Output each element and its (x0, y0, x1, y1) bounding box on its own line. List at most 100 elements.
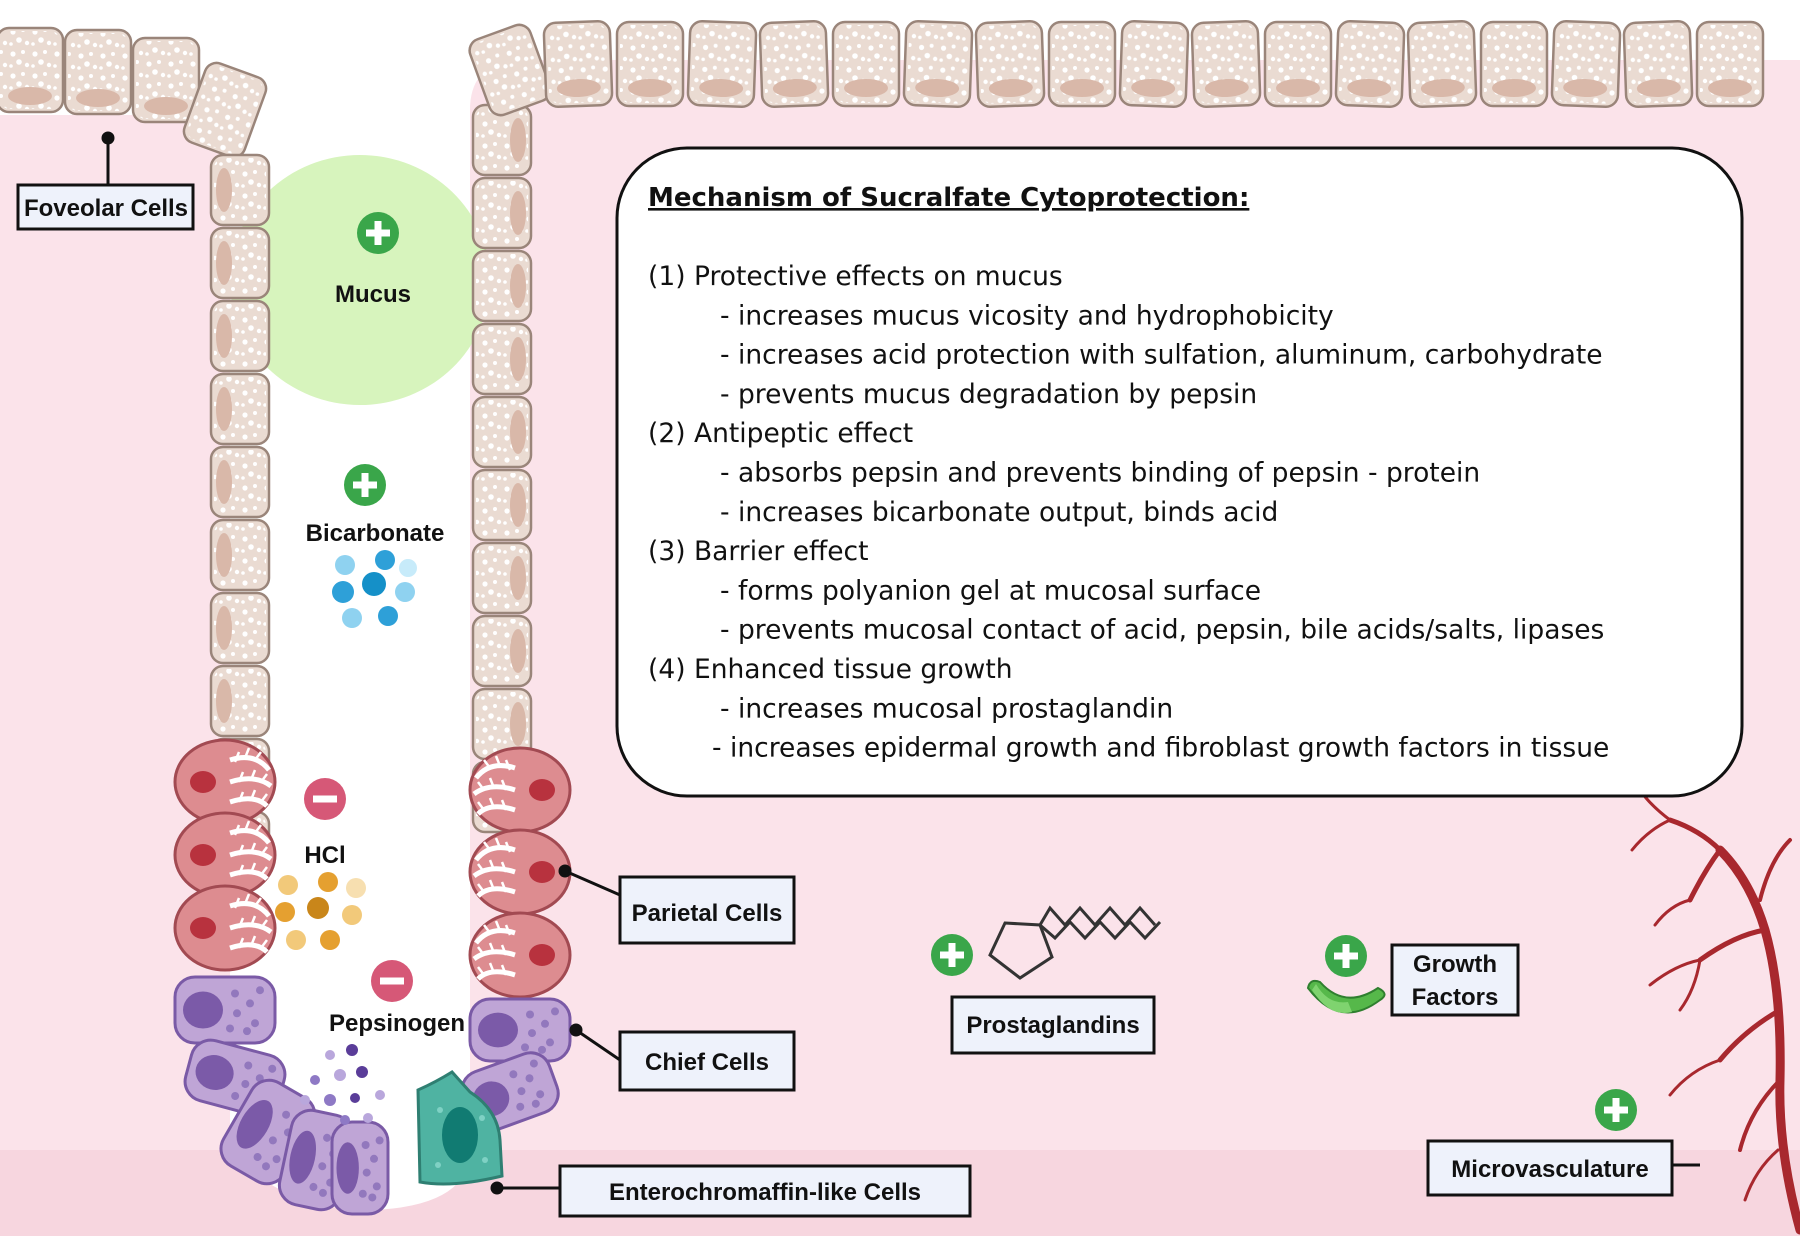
foveolar-cell (471, 395, 533, 469)
mechanism-line: (4) Enhanced tissue growth (648, 654, 1013, 685)
foveolar-cell (471, 103, 533, 177)
foveolar-cell (1047, 20, 1117, 108)
mechanism-title: Mechanism of Sucralfate Cytoprotection: (648, 183, 1249, 213)
mucus-label: Mucus (335, 281, 411, 308)
growth-factors-label-box: Growth Factors (1390, 943, 1520, 1017)
foveolar-cell (615, 20, 685, 108)
microvasculature-icon (1630, 788, 1800, 1235)
mechanism-line: - forms polyanion gel at mucosal surface (720, 575, 1261, 606)
parietal-cell (173, 811, 277, 899)
foveolar-cell (471, 541, 533, 615)
plus-icon (344, 464, 386, 506)
chief-cell (468, 997, 572, 1063)
foveolar-cell (182, 61, 268, 159)
foveolar-cell (1550, 20, 1622, 108)
pepsinogen-label: Pepsinogen (329, 1010, 465, 1037)
parietal-cells-label: Parietal Cells (632, 900, 783, 927)
foveolar-cell (1118, 20, 1190, 108)
mechanism-line: (2) Antipeptic effect (648, 418, 913, 449)
chief-cell (330, 1120, 390, 1216)
mechanism-line: - absorbs pepsin and prevents binding of… (720, 458, 1480, 489)
prostaglandin-molecule-icon (988, 905, 1162, 980)
mechanism-line: - prevents mucosal contact of acid, peps… (720, 615, 1604, 646)
chief-cell (173, 975, 277, 1045)
foveolar-cell (1479, 20, 1549, 108)
foveolar-cell (471, 249, 533, 323)
parietal-cell (468, 911, 572, 999)
chief-cells-label-box: Chief Cells (618, 1030, 796, 1092)
minus-icon (371, 960, 413, 1002)
foveolar-cell (758, 20, 830, 108)
mechanism-line: - prevents mucus degradation by pepsin (720, 379, 1257, 410)
parietal-cell (173, 884, 277, 972)
foveolar-cell (0, 26, 65, 114)
foveolar-cell-layer (0, 20, 1765, 884)
ecl-cells-label-box: Enterochromaffin-like Cells (558, 1164, 972, 1218)
plus-icon (357, 212, 399, 254)
foveolar-cell (1622, 20, 1694, 108)
foveolar-cell (209, 518, 271, 592)
foveolar-cell (471, 322, 533, 396)
growth-factors-label-line1: Growth (1413, 951, 1497, 978)
foveolar-cell (1334, 20, 1406, 108)
foveolar-cell (974, 20, 1046, 108)
mucus-region (230, 155, 490, 405)
foveolar-cell (209, 372, 271, 446)
foveolar-cell (209, 299, 271, 373)
parietal-cell (468, 746, 572, 834)
enterochromaffin-like-cell (416, 1070, 504, 1186)
plus-icon (1595, 1089, 1637, 1131)
plus-icon (1325, 935, 1367, 977)
foveolar-cell (1406, 20, 1478, 108)
parietal-cell (173, 738, 277, 826)
ecl-cells-label: Enterochromaffin-like Cells (609, 1179, 921, 1206)
foveolar-cell (471, 176, 533, 250)
prostaglandins-label: Prostaglandins (966, 1012, 1139, 1039)
foveolar-cell (471, 614, 533, 688)
foveolar-cell (471, 468, 533, 542)
bicarbonate-label: Bicarbonate (306, 520, 445, 547)
foveolar-cell (209, 591, 271, 665)
foveolar-cells-label: Foveolar Cells (24, 195, 188, 222)
mechanism-line: - increases epidermal growth and fibrobl… (712, 733, 1609, 764)
chief-cell-layer (173, 975, 572, 1216)
foveolar-cell (902, 20, 974, 108)
parietal-cells-label-box: Parietal Cells (618, 875, 796, 945)
foveolar-cell (209, 226, 271, 300)
parietal-cell-layer (173, 738, 572, 999)
mechanism-line: (3) Barrier effect (648, 536, 869, 567)
foveolar-cell (131, 36, 201, 124)
foveolar-cell (63, 28, 133, 116)
foveolar-cell (209, 445, 271, 519)
hcl-particles (275, 872, 366, 950)
mechanism-line: - increases mucus vicosity and hydrophob… (720, 300, 1334, 331)
mechanism-panel: Mechanism of Sucralfate Cytoprotection: … (615, 146, 1744, 798)
mechanism-line: (1) Protective effects on mucus (648, 261, 1063, 292)
foveolar-cells-label-box: Foveolar Cells (16, 183, 195, 231)
pepsinogen-particles (300, 1044, 385, 1125)
foveolar-cell (468, 23, 552, 117)
plus-icon (931, 934, 973, 976)
chief-cells-label: Chief Cells (645, 1049, 769, 1076)
microvasculature-label: Microvasculature (1451, 1156, 1648, 1183)
foveolar-cell (209, 153, 271, 227)
growth-factors-label-line2: Factors (1412, 984, 1499, 1011)
minus-icon (304, 778, 346, 820)
leader-lines (101, 131, 1700, 1195)
mechanism-line: - increases acid protection with sulfati… (720, 340, 1603, 371)
mechanism-line: - increases mucosal prostaglandin (720, 693, 1173, 724)
foveolar-cell (542, 20, 614, 108)
foveolar-cell (831, 20, 901, 108)
foveolar-cell (686, 20, 758, 108)
bicarbonate-particles (332, 550, 417, 628)
foveolar-cell (1695, 20, 1765, 108)
microvasculature-label-box: Microvasculature (1426, 1139, 1674, 1197)
foveolar-cell (209, 664, 271, 738)
growth-factor-icon (1306, 979, 1386, 1014)
hcl-label: HCl (304, 842, 345, 869)
mechanism-line: - increases bicarbonate output, binds ac… (720, 497, 1278, 528)
foveolar-cell (1263, 20, 1333, 108)
parietal-cell (468, 828, 572, 916)
foveolar-cell (1190, 20, 1262, 108)
